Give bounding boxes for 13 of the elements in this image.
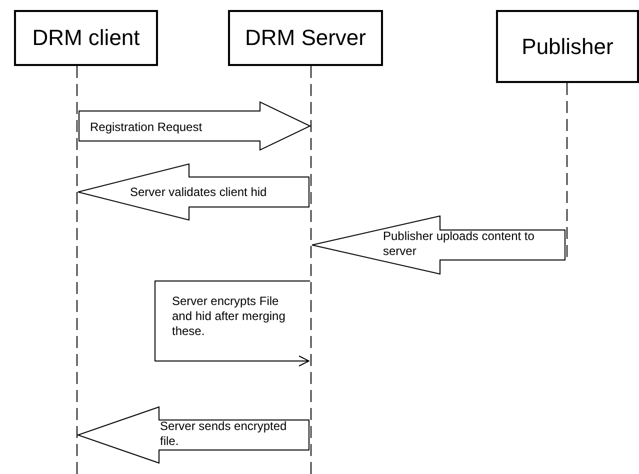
message-label: Server validates client hid bbox=[130, 185, 268, 200]
self-message-arrow bbox=[154, 280, 310, 366]
message-label: Registration Request bbox=[90, 120, 204, 135]
participant-name: DRM Server bbox=[244, 25, 366, 51]
message-label: Server sends encrypted file. bbox=[160, 419, 288, 449]
participant-name: DRM client bbox=[32, 25, 140, 51]
message-label: Publisher uploads content to server bbox=[383, 229, 536, 259]
block-arrow bbox=[78, 101, 312, 151]
block-arrow bbox=[78, 163, 310, 221]
block-arrow bbox=[76, 406, 310, 464]
participant-name: Publisher bbox=[522, 34, 614, 60]
message-label: Server encrypts File and hid after merging these. bbox=[172, 294, 286, 339]
block-arrow bbox=[312, 215, 566, 275]
